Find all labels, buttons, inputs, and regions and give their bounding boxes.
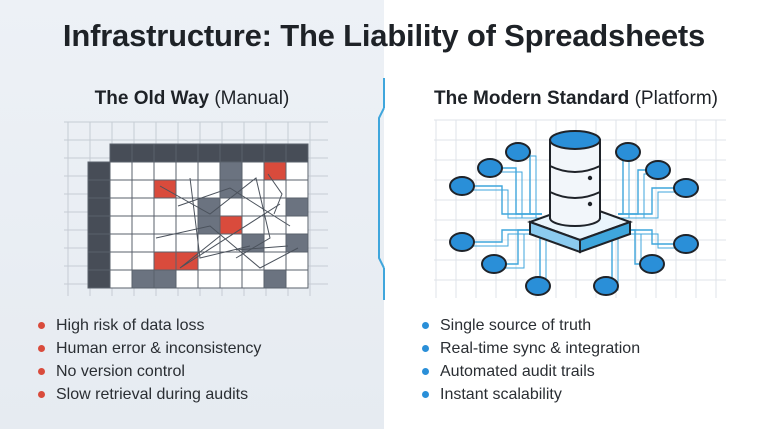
blue-bullet-icon bbox=[422, 391, 429, 398]
panel-divider bbox=[378, 78, 385, 300]
page-title: Infrastructure: The Liability of Spreads… bbox=[62, 18, 706, 53]
list-item: Single source of truth bbox=[418, 314, 640, 337]
blue-bullet-icon bbox=[422, 368, 429, 375]
blue-bullet-icon bbox=[422, 345, 429, 352]
old-way-heading: The Old Way (Manual) bbox=[0, 88, 384, 110]
database-icon bbox=[549, 130, 601, 227]
list-item: Instant scalability bbox=[418, 383, 640, 406]
modern-standard-subtitle: (Platform) bbox=[634, 88, 718, 109]
list-item: No version control bbox=[34, 360, 261, 383]
red-bullet-icon bbox=[38, 322, 45, 329]
red-bullet-icon bbox=[38, 391, 45, 398]
list-item: Slow retrieval during audits bbox=[34, 383, 261, 406]
list-item: Human error & inconsistency bbox=[34, 337, 261, 360]
modern-standard-title: The Modern Standard bbox=[434, 88, 630, 109]
old-way-title: The Old Way bbox=[94, 88, 210, 109]
central-database-network-icon bbox=[434, 119, 726, 298]
list-item: Real-time sync & integration bbox=[418, 337, 640, 360]
blue-bullet-icon bbox=[422, 322, 429, 329]
list-item: Automated audit trails bbox=[418, 360, 640, 383]
modern-standard-heading: The Modern Standard (Platform) bbox=[384, 88, 768, 110]
red-bullet-icon bbox=[38, 345, 45, 352]
old-way-bullet-list: High risk of data loss Human error & inc… bbox=[34, 314, 261, 406]
modern-standard-bullet-list: Single source of truth Real-time sync & … bbox=[418, 314, 640, 406]
list-item: High risk of data loss bbox=[34, 314, 261, 337]
broken-spreadsheet-icon bbox=[64, 121, 328, 296]
old-way-subtitle: (Manual) bbox=[214, 88, 290, 109]
red-bullet-icon bbox=[38, 368, 45, 375]
